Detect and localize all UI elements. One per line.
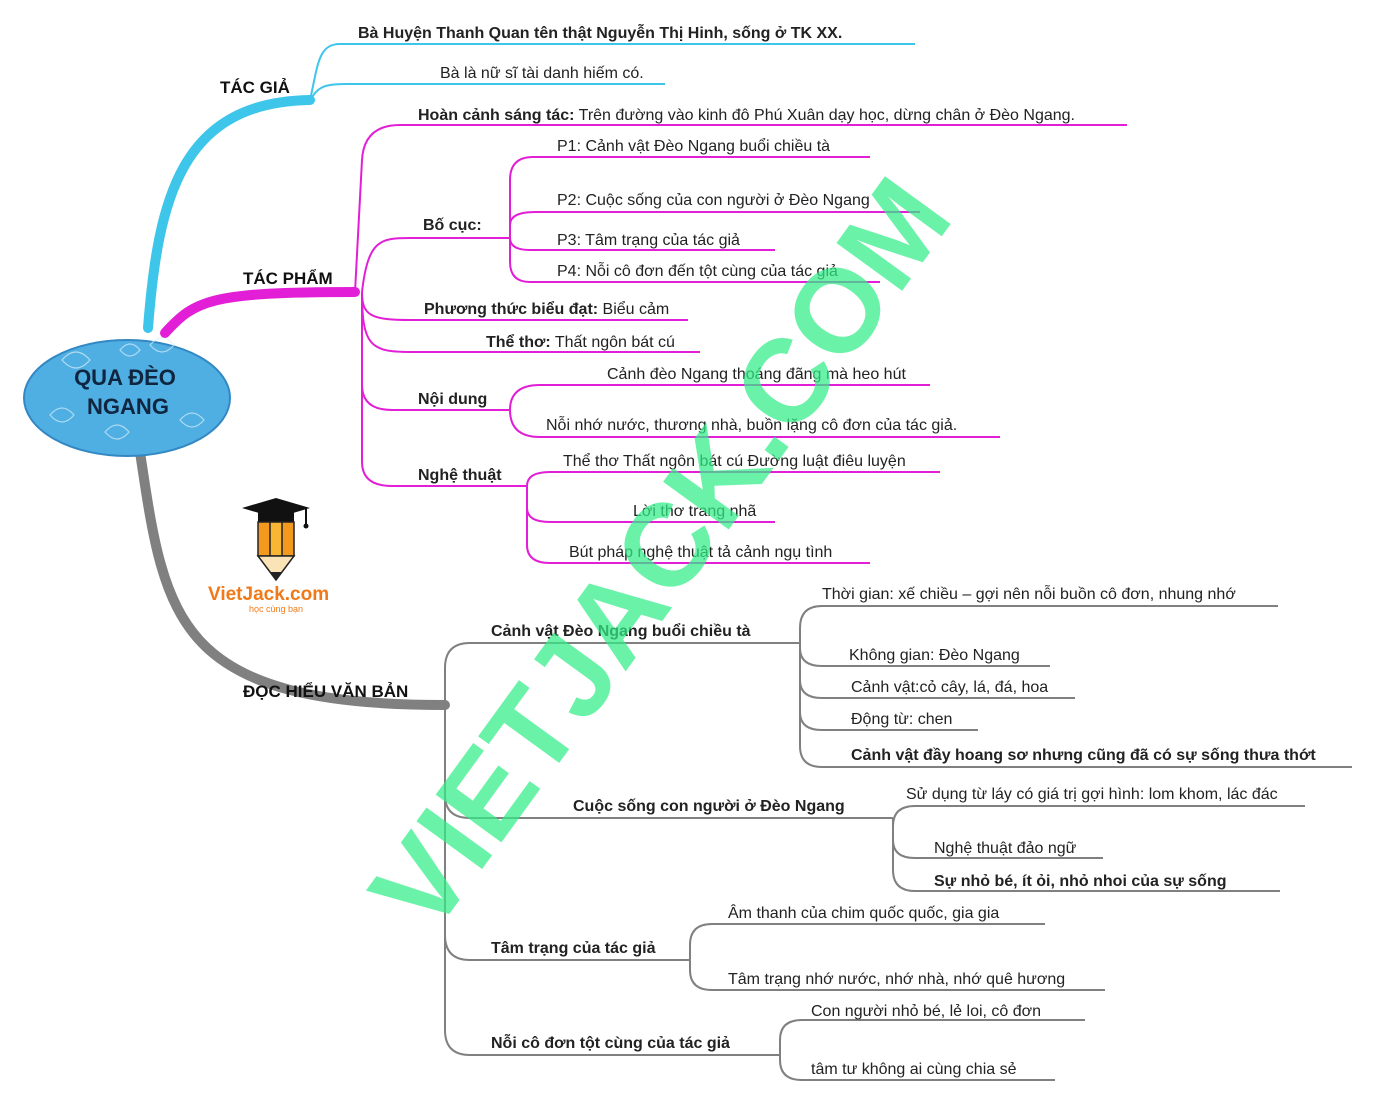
tamtrang-label[interactable]: Tâm trạng của tác giả — [491, 940, 656, 957]
pencil-icon — [242, 498, 310, 582]
canhvat-links — [799, 605, 1352, 768]
branch-dochieu-line — [135, 447, 450, 710]
hoancanh-item: Hoàn cảnh sáng tác: Trên đường vào kinh … — [418, 107, 1075, 124]
noicodon-links — [779, 1019, 1085, 1081]
tamtrang-links — [689, 923, 1105, 991]
canhvat-item-5: Cảnh vật đầy hoang sơ nhưng cũng đã có s… — [851, 747, 1316, 764]
leaf-pattern-icon — [49, 337, 205, 440]
cuocsong-label[interactable]: Cuộc sống con người ở Đèo Ngang — [573, 798, 845, 815]
logo-tagline: học cùng bạn — [249, 604, 303, 614]
phuongthuc-item: Phương thức biểu đạt: Biểu cảm — [424, 300, 669, 318]
canhvat-label[interactable]: Cảnh vật Đèo Ngang buổi chiều tà — [491, 622, 751, 640]
branch-dochieu-label[interactable]: ĐỌC HIỂU VĂN BẢN — [243, 682, 408, 701]
nghethuat-label[interactable]: Nghệ thuật — [418, 467, 502, 484]
tacpham-links — [354, 124, 1127, 487]
noidung-links — [509, 384, 1000, 438]
hoancanh-value: Trên đường vào kinh đô Phú Xuân dạy học,… — [574, 107, 1075, 124]
nghethuat-item-3: Bút pháp nghệ thuật tả cảnh ngụ tình — [569, 544, 832, 561]
noicodon-item-1: Con người nhỏ bé, lẻ loi, cô đơn — [811, 1003, 1041, 1020]
tacgia-link-2 — [309, 83, 665, 101]
center-node[interactable]: QUA ĐÈO NGANG — [23, 337, 231, 457]
nghethuat-item-1: Thể thơ Thất ngôn bát cú Đường luật điêu… — [563, 452, 906, 470]
tamtrang-item-1: Âm thanh của chim quốc quốc, gia gia — [728, 903, 999, 922]
bocuc-item-4: P4: Nỗi cô đơn đến tột cùng của tác giả — [557, 261, 838, 280]
center-title-line2: NGANG — [87, 394, 169, 419]
thetho-item: Thể thơ: Thất ngôn bát cú — [486, 333, 675, 351]
nghethuat-links — [526, 471, 940, 564]
thetho-key: Thể thơ: — [486, 333, 551, 351]
branch-tacgia-line — [143, 95, 315, 333]
phuongthuc-key: Phương thức biểu đạt: — [424, 300, 598, 318]
bocuc-item-1: P1: Cảnh vật Đèo Ngang buổi chiều tà — [557, 137, 830, 155]
center-title-line1: QUA ĐÈO — [74, 365, 176, 390]
thetho-value: Thất ngôn bát cú — [551, 334, 675, 351]
cuocsong-item-3: Sự nhỏ bé, ít ỏi, nhỏ nhoi của sự sống — [934, 873, 1227, 890]
bocuc-item-3: P3: Tâm trạng của tác giả — [557, 232, 740, 249]
vietjack-logo: VietJack.com học cùng bạn — [208, 498, 329, 614]
noidung-label[interactable]: Nội dung — [418, 391, 487, 408]
noidung-item-2: Nỗi nhớ nước, thương nhà, buồn lặng cô đ… — [546, 415, 957, 434]
noicodon-label[interactable]: Nỗi cô đơn tột cùng của tác giả — [491, 1033, 730, 1052]
bocuc-links — [509, 156, 920, 283]
canhvat-item-1: Thời gian: xế chiều – gợi nên nỗi buồn c… — [822, 584, 1236, 603]
cuocsong-item-1: Sử dụng từ láy có giá trị gợi hình: lom … — [906, 786, 1278, 803]
canhvat-item-3: Cảnh vật:cỏ cây, lá, đá, hoa — [851, 679, 1048, 696]
phuongthuc-value: Biểu cảm — [598, 300, 669, 318]
hoancanh-key: Hoàn cảnh sáng tác: — [418, 107, 574, 124]
noidung-item-1: Cảnh đèo Ngang thoáng đãng mà heo hút — [607, 366, 906, 383]
cuocsong-links — [892, 805, 1305, 892]
logo-name: VietJack.com — [208, 584, 329, 605]
cuocsong-item-2: Nghệ thuật đảo ngữ — [934, 840, 1077, 857]
tacgia-item-2: Bà là nữ sĩ tài danh hiếm có. — [440, 65, 644, 82]
nghethuat-item-2: Lời thơ trang nhã — [633, 503, 756, 520]
tacgia-item-1: Bà Huyện Thanh Quan tên thật Nguyễn Thị … — [358, 23, 842, 42]
branch-tacpham-line — [160, 287, 360, 338]
tamtrang-item-2: Tâm trạng nhớ nước, nhớ nhà, nhớ quê hươ… — [728, 971, 1065, 988]
canhvat-item-2: Không gian: Đèo Ngang — [849, 647, 1020, 664]
tacgia-link-1 — [309, 43, 915, 101]
dochieu-links — [444, 642, 893, 1056]
bocuc-item-2: P2: Cuộc sống của con người ở Đèo Ngang — [557, 192, 870, 209]
branch-tacgia-label[interactable]: TÁC GIẢ — [220, 78, 290, 97]
canhvat-item-4: Động từ: chen — [851, 711, 952, 728]
noicodon-item-2: tâm tư không ai cùng chia sẻ — [811, 1061, 1017, 1078]
bocuc-label[interactable]: Bố cục: — [423, 217, 482, 234]
branch-tacpham-label[interactable]: TÁC PHẨM — [243, 269, 333, 288]
